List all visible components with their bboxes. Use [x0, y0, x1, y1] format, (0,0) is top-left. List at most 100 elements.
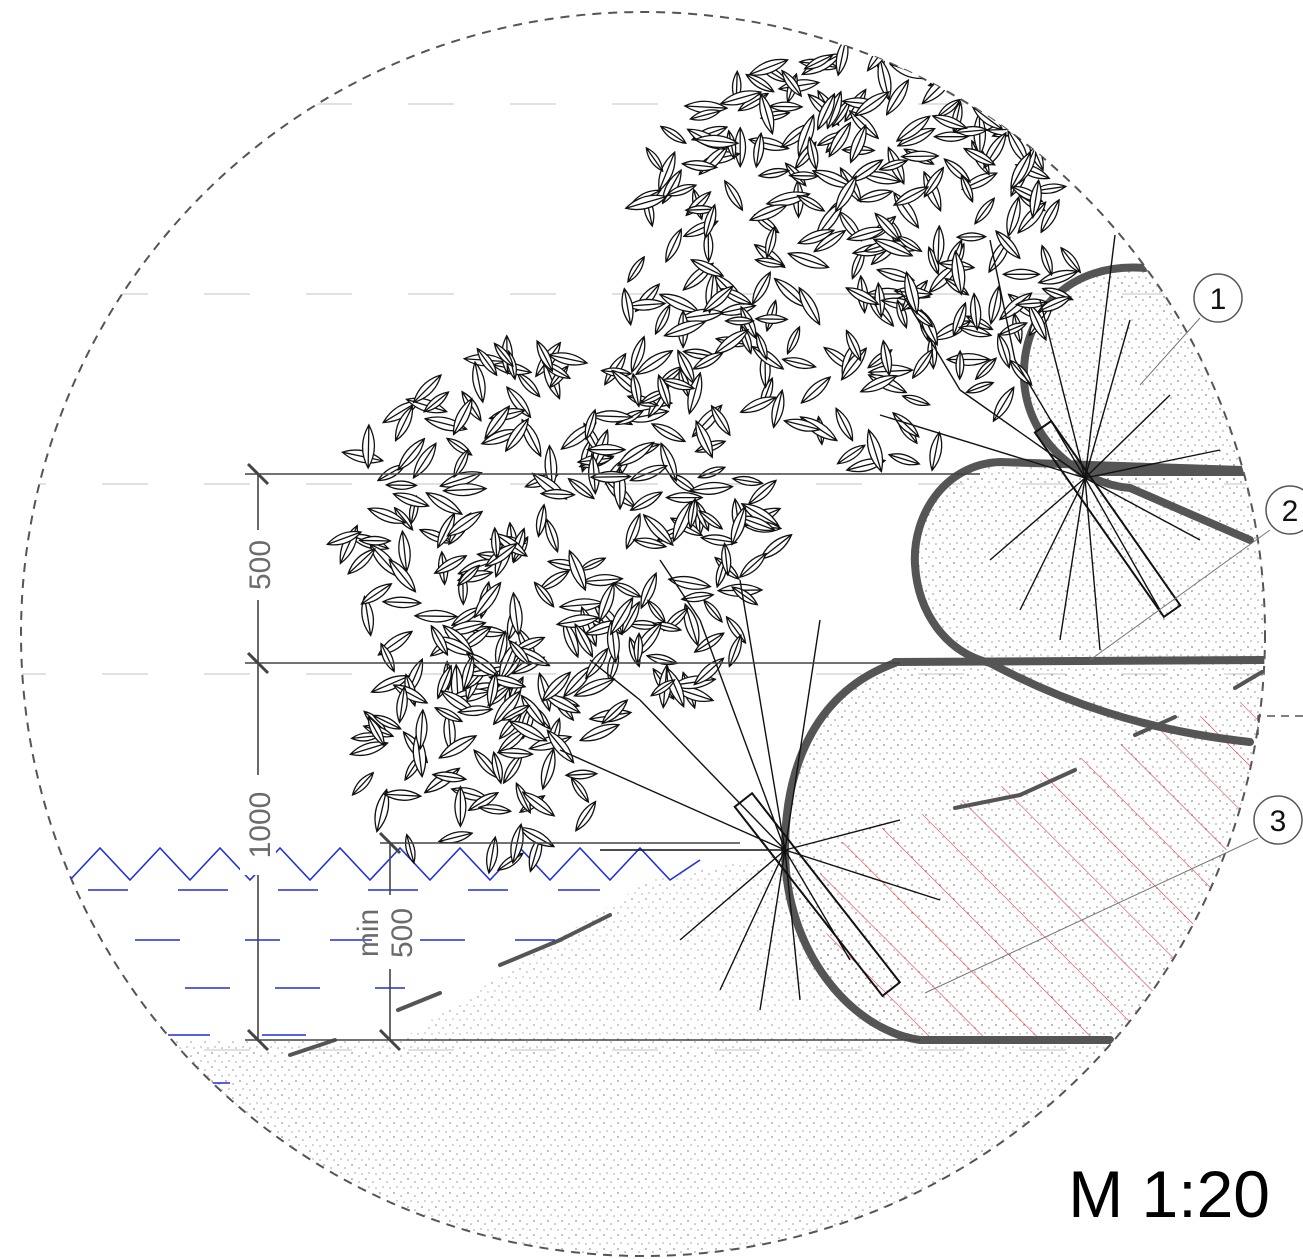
- leaf-icon: [923, 166, 945, 198]
- leaf-icon: [567, 477, 596, 500]
- leaf-icon: [740, 503, 781, 527]
- leaf-icon: [719, 90, 763, 106]
- leaf-icon: [781, 357, 817, 370]
- leaf-icon: [500, 704, 531, 721]
- leaf-icon: [1001, 268, 1041, 280]
- leaf-icon: [1040, 198, 1060, 234]
- leaf-icon: [892, 186, 930, 206]
- leaf-icon: [932, 131, 970, 142]
- leaf-icon: [392, 492, 430, 508]
- water-surface: [69, 846, 701, 882]
- leaf-icon: [541, 671, 572, 703]
- leaf-icon: [612, 582, 643, 598]
- leaf-icon: [430, 624, 449, 657]
- leaf-icon: [453, 448, 469, 479]
- leaf-icon: [358, 535, 392, 546]
- leaf-icon: [616, 441, 655, 467]
- leaf-icon: [965, 381, 995, 394]
- callout-2: 2: [1089, 485, 1303, 661]
- leaf-icon: [492, 690, 522, 726]
- leaf-icon: [932, 224, 945, 266]
- leaf-icon: [627, 255, 645, 284]
- leaf-icon: [431, 771, 468, 783]
- leaf-icon: [509, 591, 523, 637]
- leaf-icon: [786, 252, 830, 269]
- leaf-icon: [454, 785, 467, 828]
- callout-3-label: 3: [1270, 805, 1287, 838]
- leaf-icon: [748, 58, 789, 76]
- leaf-icon: [515, 781, 531, 815]
- leaf-icon: [955, 232, 988, 242]
- leaf-icon: [645, 146, 664, 173]
- leaf-icon: [412, 442, 437, 480]
- leaf-icon: [584, 408, 597, 441]
- leaf-icon: [575, 800, 597, 832]
- leaf-icon: [380, 642, 395, 673]
- leaf-icon: [437, 512, 456, 549]
- bag-2-outline: [910, 457, 1254, 746]
- leaf-icon: [533, 581, 555, 608]
- leaf-icon: [650, 423, 687, 443]
- leaf-icon: [688, 109, 722, 121]
- leaf-icon: [754, 257, 786, 268]
- leaf-icon: [490, 526, 501, 560]
- leaf-icon: [484, 542, 518, 567]
- section-edge: [1257, 715, 1303, 735]
- leaf-icon: [796, 194, 826, 212]
- leaf-icon: [834, 175, 857, 213]
- leaf-icon: [536, 339, 554, 373]
- leaf-icon: [895, 115, 931, 142]
- leaf-icon: [803, 54, 834, 70]
- leaf-icon: [710, 404, 731, 437]
- leaf-icon: [797, 113, 815, 158]
- leaf-icon: [632, 537, 668, 549]
- leaf-icon: [768, 101, 804, 112]
- bag-2-fill: [914, 462, 1265, 663]
- leaf-icon: [452, 397, 473, 436]
- dimension-lines: [245, 462, 980, 1052]
- leaf-icon: [896, 235, 923, 253]
- leaf-icon: [396, 685, 408, 724]
- leaf-icon: [724, 316, 755, 326]
- leaf-icon: [697, 466, 727, 479]
- dimension-text-backgrounds: [240, 530, 408, 969]
- leaf-icon: [366, 507, 407, 524]
- leaf-icon: [955, 349, 965, 381]
- leaf-icon: [413, 609, 459, 623]
- leaf-icon: [813, 229, 847, 253]
- leaf-icon: [866, 428, 884, 473]
- leaf-icon: [630, 335, 646, 374]
- leaf-icon: [654, 303, 671, 336]
- leaf-icon: [629, 491, 664, 511]
- leaf-icon: [367, 715, 385, 747]
- leaf-icon: [781, 69, 803, 98]
- leaf-icon: [695, 419, 714, 459]
- leaf-icon: [657, 373, 671, 409]
- leaf-icon: [601, 699, 629, 725]
- leaf-icon: [796, 229, 836, 245]
- leaf-icon: [693, 134, 740, 149]
- leaf-icon: [425, 492, 464, 515]
- leaf-icon: [381, 596, 423, 609]
- leaf-icon: [992, 386, 1015, 423]
- leaf-icon: [755, 331, 768, 361]
- leaf-icon: [738, 552, 767, 579]
- leaf-icon: [1029, 178, 1042, 219]
- leaf-icon: [904, 270, 920, 316]
- leaf-icon: [404, 833, 416, 865]
- leaf-icon: [969, 292, 982, 332]
- leaf-icon: [786, 325, 801, 355]
- leaf-icon: [645, 653, 679, 666]
- leaf-icon: [477, 804, 513, 815]
- leaf-icon: [516, 372, 541, 398]
- roots-upper: [879, 234, 1221, 651]
- leaf-icon: [456, 564, 481, 587]
- callout-1: 1: [1139, 273, 1243, 386]
- leaf-icon: [382, 789, 423, 801]
- leaf-icon: [439, 471, 483, 488]
- leaf-icon: [506, 385, 532, 419]
- leaf-icon: [360, 583, 393, 605]
- stake-lower: [733, 791, 902, 998]
- leaf-icon: [807, 135, 819, 171]
- leaf-icon: [943, 158, 972, 184]
